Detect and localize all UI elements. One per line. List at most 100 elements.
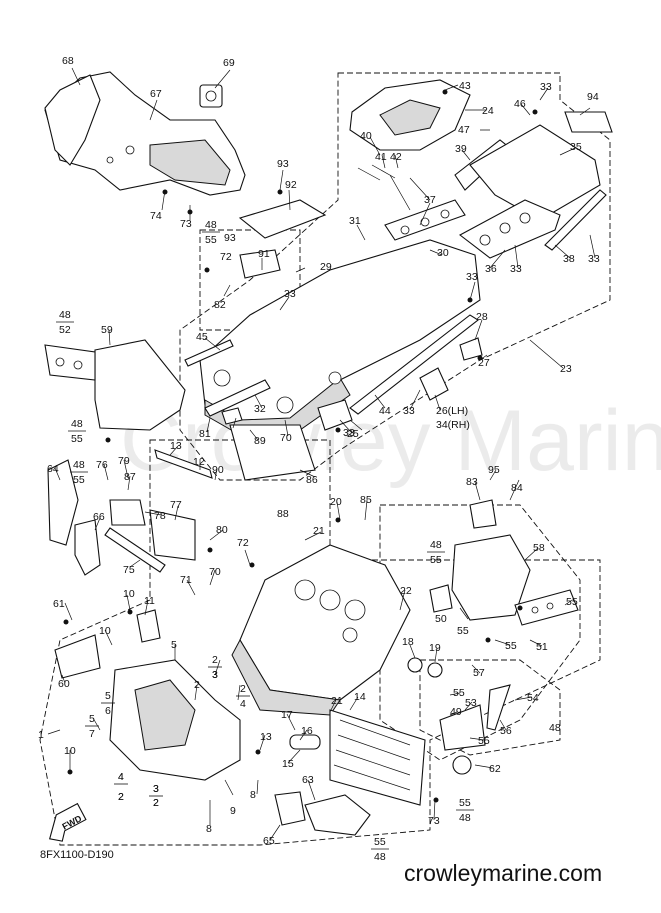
callout-46[interactable]: 46 [514, 98, 526, 110]
part-40-rods[interactable] [357, 164, 431, 211]
part-65-cover[interactable] [274, 791, 306, 826]
callout-80[interactable]: 80 [216, 524, 228, 536]
part-main-bulkhead[interactable] [239, 544, 411, 701]
callout-16[interactable]: 16 [301, 725, 313, 737]
callout-65[interactable]: 65 [263, 835, 275, 847]
fraction-3-2[interactable]: 3 2 [149, 783, 163, 809]
website-text[interactable]: crowleymarine.com [404, 860, 602, 886]
callout-35[interactable]: 35 [570, 141, 582, 153]
callout-11[interactable]: 11 [144, 595, 155, 607]
callout-72[interactable]: 72 [220, 251, 232, 263]
callout-54[interactable]: 54 [527, 692, 539, 704]
part-26-bracket[interactable] [419, 367, 449, 401]
fraction-55-48[interactable]: 55 48 [456, 797, 474, 824]
callout-76[interactable]: 76 [96, 459, 108, 471]
callout-9[interactable]: 9 [230, 805, 236, 817]
callout-22[interactable]: 22 [400, 585, 412, 597]
callout-85[interactable]: 85 [360, 494, 372, 506]
callout-32[interactable]: 32 [254, 403, 266, 415]
callout-33[interactable]: 33 [343, 427, 355, 439]
callout-59[interactable]: 59 [101, 324, 113, 336]
part-18-bearing[interactable] [407, 657, 423, 673]
part-13-strap[interactable] [154, 449, 213, 479]
callout-89[interactable]: 89 [254, 435, 266, 447]
callout-58[interactable]: 58 [533, 542, 545, 554]
callout-12[interactable]: 12 [193, 456, 205, 468]
callout-30[interactable]: 30 [437, 247, 449, 259]
callout-86[interactable]: 86 [306, 474, 318, 486]
callout-38[interactable]: 38 [563, 253, 575, 265]
callout-78[interactable]: 78 [154, 510, 166, 522]
callout-55[interactable]: 55 [453, 687, 465, 699]
callout-4[interactable]: 4 [118, 771, 124, 783]
callout-23[interactable]: 23 [560, 363, 572, 375]
callout-20[interactable]: 20 [330, 496, 342, 508]
callout-18[interactable]: 18 [402, 636, 414, 648]
part-35-rear-bracket[interactable] [469, 124, 601, 221]
part-32-bracket[interactable] [204, 379, 271, 417]
part-94-plate[interactable] [564, 111, 613, 133]
callout-39[interactable]: 39 [455, 143, 467, 155]
callout-31[interactable]: 31 [349, 215, 361, 227]
callout-17[interactable]: 17 [281, 709, 293, 721]
callout-60[interactable]: 60 [58, 678, 70, 690]
callout-79[interactable]: 79 [118, 455, 130, 467]
callout-82[interactable]: 82 [214, 299, 226, 311]
callout-93[interactable]: 93 [224, 232, 236, 244]
callout-75[interactable]: 75 [123, 564, 135, 576]
callout-37[interactable]: 37 [424, 194, 436, 206]
part-68-frame-brace[interactable] [44, 74, 101, 166]
fraction-48-52[interactable]: 48 52 [56, 309, 74, 336]
callout-53[interactable]: 53 [465, 697, 477, 709]
callout-49[interactable]: 49 [450, 706, 462, 718]
callout-14[interactable]: 14 [354, 691, 366, 703]
callout-1[interactable]: 1 [38, 729, 44, 741]
callout-71[interactable]: 71 [180, 574, 192, 586]
callout-33[interactable]: 33 [588, 253, 600, 265]
part-88-skid-plate[interactable] [229, 424, 316, 481]
callout-55[interactable]: 55 [505, 640, 517, 652]
callout-2[interactable]: 2 [118, 791, 124, 803]
callout-90[interactable]: 90 [212, 464, 224, 476]
fraction-55-48[interactable]: 55 48 [371, 836, 389, 863]
callout-47[interactable]: 47 [458, 124, 470, 136]
callout-91[interactable]: 91 [258, 248, 270, 260]
callout-25[interactable]: 25 [347, 428, 359, 440]
callout-13[interactable]: 13 [170, 440, 182, 452]
fraction-4-2[interactable]: 4 2 [114, 771, 128, 803]
part-58-side-panel[interactable] [451, 534, 531, 621]
callout-55[interactable]: 55 [478, 735, 490, 747]
part-75-strip[interactable] [104, 527, 166, 573]
callout-87[interactable]: 87 [124, 471, 136, 483]
callout-62[interactable]: 62 [489, 763, 501, 775]
part-51-plate[interactable] [514, 589, 579, 626]
callout-93[interactable]: 93 [277, 158, 289, 170]
callout-88[interactable]: 88 [277, 508, 289, 520]
callout-73[interactable]: 73 [428, 815, 440, 827]
part-45-rod[interactable] [184, 339, 234, 367]
part-28-clip[interactable] [459, 337, 483, 361]
part-50-mount[interactable] [429, 584, 453, 613]
part-91-bracket[interactable] [239, 249, 281, 279]
callout-51[interactable]: 51 [536, 641, 548, 653]
fraction-2-3[interactable]: 2 3 [208, 654, 222, 681]
callout-15[interactable]: 15 [282, 758, 294, 770]
callout-45[interactable]: 45 [196, 331, 208, 343]
callout-33[interactable]: 33 [403, 405, 415, 417]
callout-5[interactable]: 5 [171, 639, 177, 651]
callout-34-rh[interactable]: 34(RH) [436, 419, 470, 431]
callout-57[interactable]: 57 [473, 667, 485, 679]
part-25-mount[interactable] [317, 399, 353, 431]
callout-69[interactable]: 69 [223, 57, 235, 69]
part-92-cover-plate[interactable] [238, 199, 327, 239]
callout-24[interactable]: 24 [482, 105, 494, 117]
callout-19[interactable]: 19 [429, 642, 441, 654]
part-44-rail-strip[interactable] [349, 314, 479, 415]
callout-10[interactable]: 10 [123, 588, 135, 600]
callout-56[interactable]: 56 [500, 725, 512, 737]
callout-48[interactable]: 48 [549, 722, 561, 734]
part-62-hub[interactable] [452, 755, 472, 775]
callout-21[interactable]: 21 [313, 525, 325, 537]
part-66-guard[interactable] [74, 519, 101, 576]
part-59-bracket[interactable] [94, 339, 186, 431]
